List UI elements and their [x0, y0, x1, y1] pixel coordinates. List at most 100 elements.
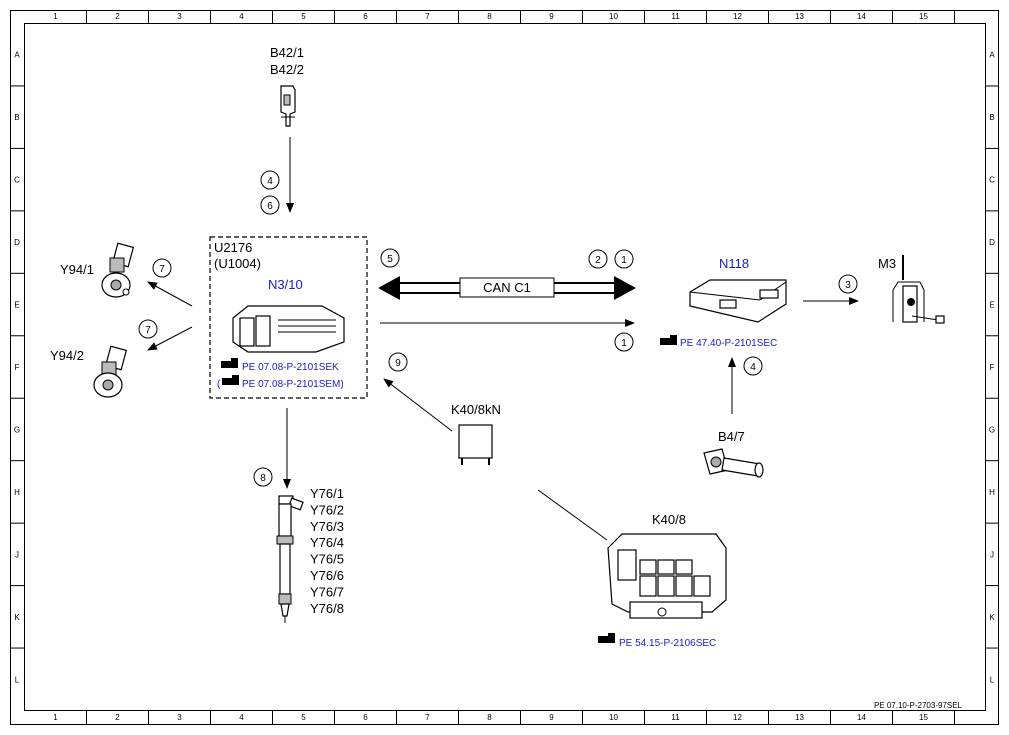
grid-col-top-4: 4	[239, 12, 244, 21]
label-y94-2: Y94/2	[50, 348, 84, 363]
grid-col-top-14: 14	[857, 12, 866, 21]
grid-row-right-H: H	[989, 488, 995, 497]
outer-frame	[10, 10, 999, 725]
document-code: PE 07.10-P-2703-97SEL	[874, 701, 963, 710]
grid-row-right-A: A	[989, 51, 995, 60]
grid-col-top-12: 12	[733, 12, 742, 21]
relay-k40-8kn-icon	[458, 424, 493, 465]
grid-col-top-13: 13	[795, 12, 804, 21]
grid-row-left-A: A	[14, 51, 20, 60]
fuel-pump-m3-icon	[892, 255, 945, 324]
signal-to-y76: 8	[253, 467, 273, 487]
grid-col-bottom-6: 6	[363, 713, 368, 722]
svg-text:PE 54.15-P-2106SEC: PE 54.15-P-2106SEC	[619, 638, 716, 649]
grid-col-top-1: 1	[53, 12, 58, 21]
grid-row-right-D: D	[989, 238, 995, 247]
reference-n3-10-b[interactable]: ( PE 07.08-P-2101SEM)	[217, 375, 344, 390]
grid-row-left-E: E	[14, 301, 19, 310]
inner-frame	[24, 23, 986, 711]
sensor-b42: B42/1 B42/2	[270, 45, 304, 127]
grid-col-bottom-8: 8	[487, 713, 492, 722]
grid-col-top-6: 6	[363, 12, 368, 21]
grid-row-left-C: C	[14, 176, 20, 185]
grid-col-top-9: 9	[549, 12, 554, 21]
grid-row-left-G: G	[14, 425, 20, 434]
grid-row-right-B: B	[989, 113, 994, 122]
label-y76-2: Y76/2	[310, 502, 344, 517]
grid-col-top-3: 3	[177, 12, 182, 21]
svg-text:5: 5	[387, 254, 393, 265]
label-y76-3: Y76/3	[310, 519, 344, 534]
label-y76-4: Y76/4	[310, 535, 344, 550]
hand-pointer-icon	[660, 335, 677, 345]
sensor-b4-7-icon	[703, 448, 764, 478]
label-n3-10: N3/10	[268, 277, 303, 292]
grid-col-bottom-3: 3	[177, 713, 182, 722]
module-n118-icon	[689, 279, 787, 323]
label-u2176: U2176	[214, 240, 252, 255]
grid-row-left-B: B	[14, 113, 19, 122]
grid-col-bottom-10: 10	[609, 713, 618, 722]
svg-text:1: 1	[621, 255, 627, 266]
grid-row-right-L: L	[990, 675, 995, 684]
ecu-icon	[232, 305, 345, 353]
grid-col-bottom-15: 15	[919, 713, 928, 722]
grid-labels: 1122334455667788991010111112121313141415…	[14, 12, 995, 722]
grid-col-bottom-14: 14	[857, 713, 866, 722]
signal-can-right-b: 1	[614, 249, 634, 269]
grid-row-right-J: J	[990, 550, 994, 559]
grid-col-top-11: 11	[671, 12, 680, 21]
label-can-c1: CAN C1	[483, 280, 531, 295]
grid-col-bottom-12: 12	[733, 713, 742, 722]
fuse-box-k40-8-icon	[607, 533, 727, 619]
reference-n3-10-a[interactable]: PE 07.08-P-2101SEK	[221, 358, 339, 373]
svg-text:2: 2	[595, 255, 601, 266]
grid-col-top-5: 5	[301, 12, 306, 21]
svg-text:(: (	[217, 379, 221, 390]
reference-n118[interactable]: PE 47.40-P-2101SEC	[660, 335, 777, 349]
svg-text:4: 4	[267, 176, 273, 187]
grid-col-top-10: 10	[609, 12, 618, 21]
signal-n3-to-n118: 1	[614, 332, 634, 352]
grid-col-bottom-13: 13	[795, 713, 804, 722]
grid-col-bottom-11: 11	[671, 713, 680, 722]
label-k40-8: K40/8	[652, 512, 686, 527]
grid-col-top-8: 8	[487, 12, 492, 21]
grid-row-right-K: K	[989, 613, 995, 622]
svg-text:PE 47.40-P-2101SEC: PE 47.40-P-2101SEC	[680, 338, 777, 349]
svg-text:6: 6	[267, 201, 273, 212]
hand-pointer-icon	[221, 358, 238, 368]
label-m3: M3	[878, 256, 896, 271]
reference-k40-8[interactable]: PE 54.15-P-2106SEC	[598, 633, 716, 649]
svg-text:PE 07.08-P-2101SEK: PE 07.08-P-2101SEK	[242, 362, 339, 373]
grid-row-right-F: F	[990, 363, 995, 372]
label-b42-1: B42/1	[270, 45, 304, 60]
grid-row-right-E: E	[989, 301, 994, 310]
grid-col-bottom-4: 4	[239, 713, 244, 722]
label-y76-8: Y76/8	[310, 601, 344, 616]
svg-text:3: 3	[845, 280, 851, 291]
svg-text:1: 1	[621, 338, 627, 349]
svg-text:8: 8	[260, 473, 266, 484]
grid-col-bottom-7: 7	[425, 713, 430, 722]
svg-text:7: 7	[159, 264, 165, 275]
injector-y76-icon	[276, 495, 304, 623]
arrow-k40-to-n3	[383, 378, 453, 432]
label-y76-6: Y76/6	[310, 568, 344, 583]
signal-can-left: 5	[380, 248, 400, 268]
signal-can-right-a: 2	[588, 249, 608, 269]
signal-to-y94-2: 7	[138, 319, 158, 339]
label-y76-5: Y76/5	[310, 552, 344, 567]
leader-k40-8	[537, 489, 608, 541]
svg-text:9: 9	[395, 358, 401, 369]
grid-col-bottom-1: 1	[53, 713, 58, 722]
grid-col-bottom-5: 5	[301, 713, 306, 722]
valve-y94-1	[101, 242, 135, 298]
signal-to-y94-1: 7	[152, 258, 172, 278]
svg-text:7: 7	[145, 325, 151, 336]
grid-col-bottom-2: 2	[115, 713, 120, 722]
grid-row-right-G: G	[989, 425, 995, 434]
label-n118: N118	[719, 256, 749, 271]
